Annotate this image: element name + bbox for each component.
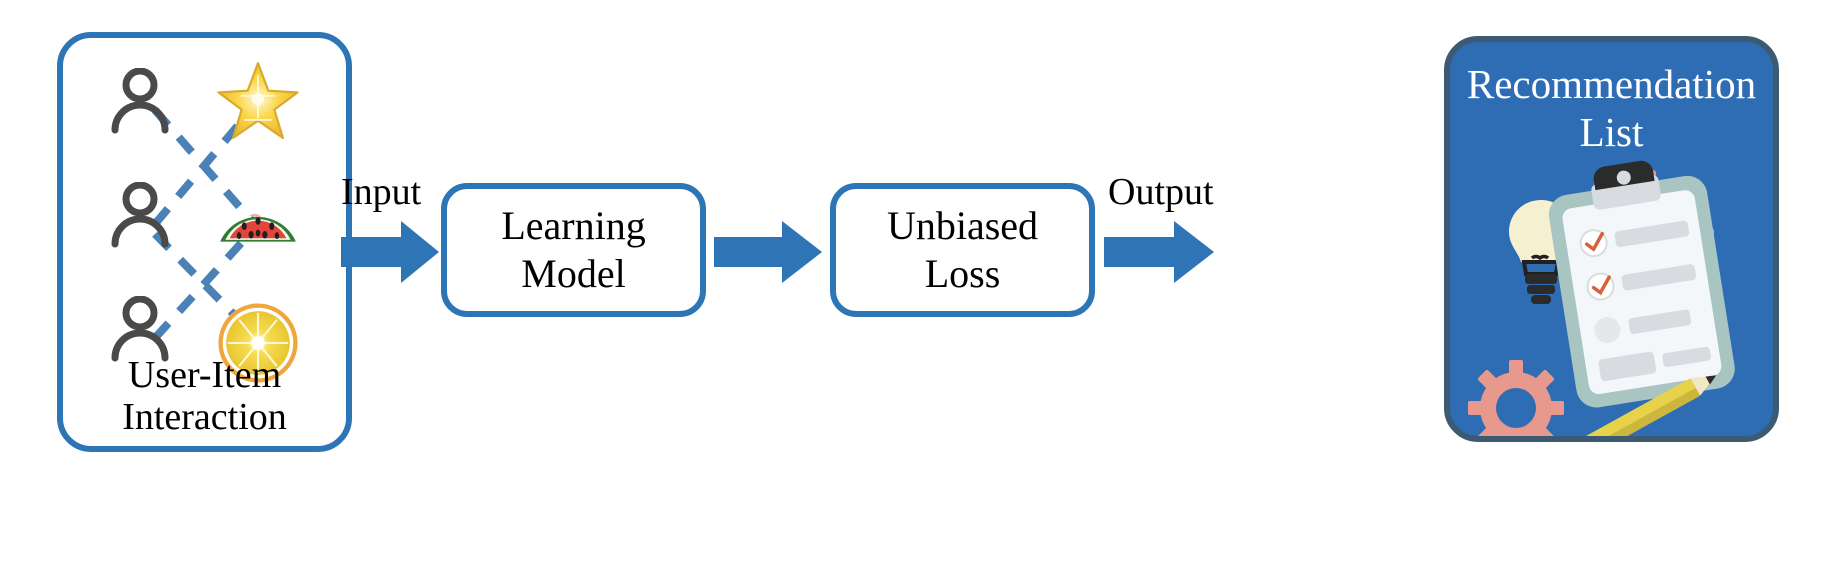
- arrow-output-icon: [1104, 221, 1214, 283]
- stage-label-line-1: Unbiased: [886, 203, 1039, 248]
- reco-title-line-1: Recommendation: [1466, 61, 1757, 107]
- panel-left-caption: User-Item Interaction: [63, 354, 346, 438]
- link-user3-watermelon: [152, 227, 256, 341]
- clipboard-checklist-icon: [1548, 160, 1735, 408]
- small-gear-icon: [1468, 360, 1564, 436]
- recommendation-illustration: [1450, 160, 1773, 436]
- stage-label-line-2: Model: [521, 251, 626, 296]
- user-avatar-3: [109, 296, 171, 362]
- stage-label-line-2: Loss: [924, 251, 1001, 296]
- recommendation-list-card[interactable]: Recommendation List: [1444, 36, 1779, 442]
- stage-label-unbiased-loss: Unbiased Loss: [887, 202, 1038, 298]
- starfruit-icon: [215, 58, 301, 144]
- caption-line-1: User-Item: [127, 354, 282, 396]
- orange-slice-icon: [215, 300, 301, 386]
- stage-label-learning-model: Learning Model: [501, 202, 645, 298]
- pencil-icon: [1568, 375, 1717, 436]
- user-item-interaction-panel: User-Item Interaction: [57, 32, 352, 452]
- caption-line-2: Interaction: [122, 396, 287, 438]
- stage-label-line-1: Learning: [501, 203, 646, 248]
- arrow-middle-icon: [714, 221, 822, 283]
- arrow-input-icon: [341, 221, 439, 283]
- stage-box-unbiased-loss[interactable]: Unbiased Loss: [830, 183, 1095, 317]
- user-avatar-2: [109, 182, 171, 248]
- stage-box-learning-model[interactable]: Learning Model: [441, 183, 706, 317]
- user-avatar-1: [109, 68, 171, 134]
- watermelon-icon: [215, 178, 301, 264]
- output-label: Output: [1108, 171, 1214, 213]
- recommendation-list-title: Recommendation List: [1450, 60, 1773, 156]
- input-label: Input: [341, 171, 422, 213]
- reco-title-line-2: List: [1579, 109, 1644, 155]
